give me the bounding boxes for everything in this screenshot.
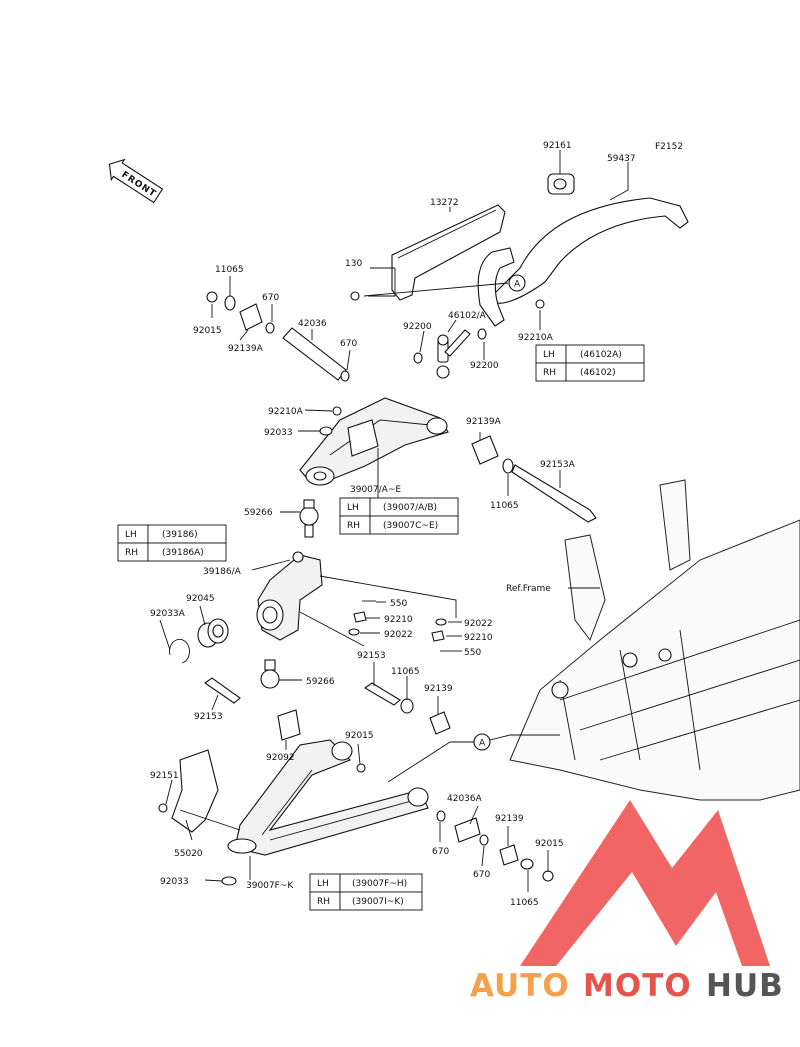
ball-joint-59266-upper [299,499,319,538]
callout-92210A-a: 92210A [518,333,554,343]
upper-small-parts [206,291,597,523]
callout-92022-a: 92022 [464,619,493,629]
circlip-92033A [169,638,190,664]
table-39007AE-lh-label: LH [347,503,359,513]
watermark-text: AUTO MOTO HUB [470,968,784,1004]
table-39007AE-lh-value: (39007/A/B) [383,503,437,513]
callout-92045: 92045 [186,594,215,604]
table-39007FK-lh-value: (39007F~H) [352,879,407,889]
callout-11065-d: 11065 [510,898,539,908]
watermark-part-2: MOTO [583,968,692,1004]
callout-550-b: 550 [464,648,481,658]
lower-arm-39007F [227,739,429,856]
watermark-part-3: HUB [706,968,784,1004]
callout-92210A-b: 92210A [268,407,304,417]
table-46102-lh-value: (46102A) [580,350,622,360]
callout-11065-b: 11065 [490,501,519,511]
callout-92139-b: 92139 [495,814,524,824]
ref-marker-a-2: A [473,733,491,751]
table-39186: LH (39186) RH (39186A) [117,524,227,562]
upper-arm-39007 [299,397,449,486]
ref-marker-a-2-label: A [479,739,486,749]
table-46102-lh-label: LH [543,350,555,360]
link-46102 [436,329,471,379]
callout-670-c: 670 [432,847,449,857]
callout-92015-b: 92015 [345,731,374,741]
table-39186-rh-label: RH [125,548,138,558]
table-39007AE-rh-value: (39007C~E) [383,521,438,531]
bearing-92045 [197,618,229,648]
table-39186-rh-value: (39186A) [162,548,204,558]
table-39186-lh-label: LH [125,530,137,540]
callout-670-a: 670 [262,293,279,303]
callout-92139A-b: 92139A [466,417,502,427]
table-39007FK: LH (39007F~H) RH (39007I~K) [309,873,423,911]
callout-92153-a: 92153 [357,651,386,661]
shaft-42036 [282,327,347,381]
callout-92033-b: 92033 [160,877,189,887]
table-39007FK-rh-label: RH [317,897,330,907]
callout-92092: 92092 [266,753,295,763]
table-39007AE: LH (39007/A/B) RH (39007C~E) [339,497,459,535]
callout-55020: 55020 [174,849,203,859]
table-46102-rh-value: (46102) [580,368,616,378]
callout-46102A: 46102/A [448,311,487,321]
leader-lines [159,150,629,892]
callout-59266-b: 59266 [306,677,335,687]
callout-39007FK: 39007F~K [246,881,294,891]
callout-11065-c: 11065 [391,667,420,677]
table-46102: LH (46102A) RH (46102) [535,344,645,382]
callout-92161: 92161 [543,141,572,151]
callout-59266-a: 59266 [244,508,273,518]
watermark-part-1: AUTO [470,968,570,1004]
callout-92151: 92151 [150,771,179,781]
bolts-92153 [204,677,451,735]
ref-marker-a-1-label: A [514,280,521,290]
callout-130: 130 [345,259,362,269]
callout-92153A: 92153A [540,460,576,470]
watermark-logo [520,800,770,966]
knuckle-39186 [256,551,323,641]
callout-92153-b: 92153 [194,712,223,722]
callout-92022-b: 92022 [384,630,413,640]
diagram-code: F2152 [655,142,683,152]
table-39007FK-lh-label: LH [317,879,329,889]
callout-92210-a: 92210 [384,615,413,625]
lower-small-parts [158,709,554,886]
callout-92139A-a: 92139A [228,344,264,354]
callout-92033A: 92033A [150,609,186,619]
callout-670-b: 670 [340,339,357,349]
frame [509,479,800,801]
table-39007FK-rh-value: (39007I~K) [352,897,404,907]
ref-marker-a-1: A [508,274,526,292]
knuckle-small-parts [348,600,454,652]
callout-59437: 59437 [607,154,636,164]
callout-92210-b: 92210 [464,633,493,643]
callout-13272: 13272 [430,198,459,208]
stabilizer-bar [477,197,689,327]
table-39007AE-rh-label: RH [347,521,360,531]
callout-92015-c: 92015 [535,839,564,849]
callout-ref-frame: Ref.Frame [506,584,551,594]
callout-670-d: 670 [473,870,490,880]
table-39186-lh-value: (39186) [162,530,198,540]
front-arrow: FRONT [108,158,164,204]
table-46102-rh-label: RH [543,368,556,378]
callout-92200-a: 92200 [403,322,432,332]
callout-42036: 42036 [298,319,327,329]
skid-plate-55020 [171,749,219,833]
callout-92139-a: 92139 [424,684,453,694]
callout-11065-a: 11065 [215,265,244,275]
callout-labels: 92161 59437 13272 11065 130 670 92015 92… [150,141,636,908]
bushing-92161 [547,173,575,195]
callout-550-a: 550 [390,599,407,609]
callout-39186A: 39186/A [203,567,242,577]
callout-92015-a: 92015 [193,326,222,336]
callout-92200-b: 92200 [470,361,499,371]
ball-joint-59266-lower [260,659,280,689]
callout-92033-a: 92033 [264,428,293,438]
callout-39007AE: 39007/A~E [350,485,401,495]
callout-42036A: 42036A [447,794,483,804]
